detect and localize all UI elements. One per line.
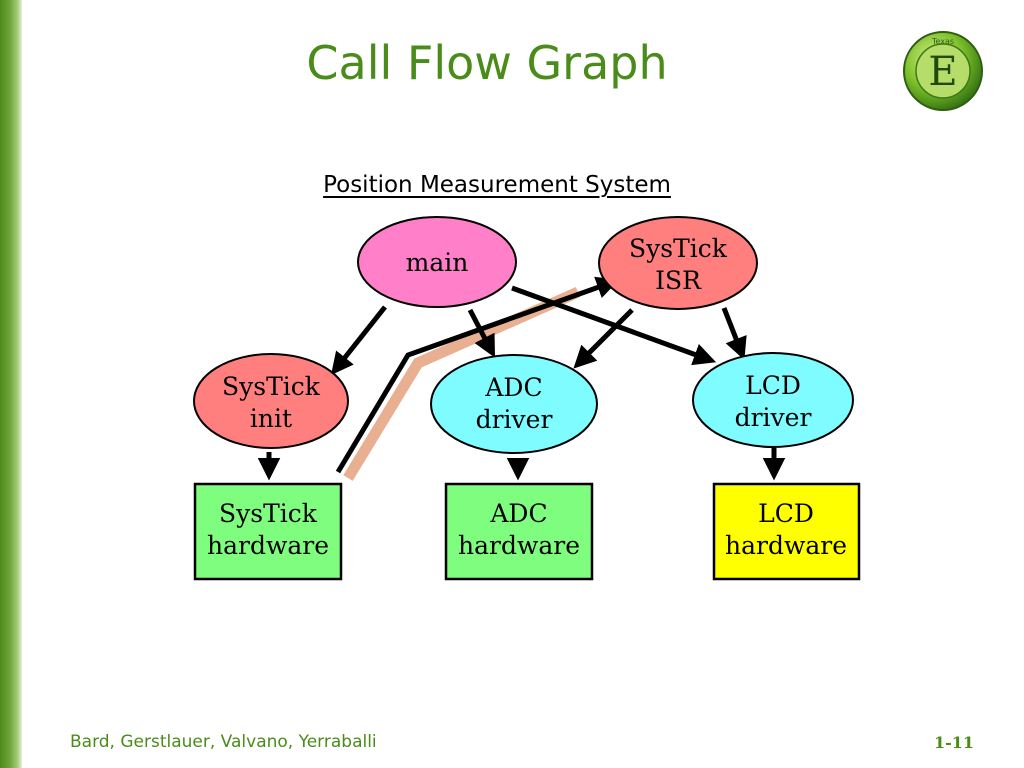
node-systick-init-label-line2: init xyxy=(250,404,292,433)
node-lcd-driver-label-line1: LCD xyxy=(745,371,801,400)
logo-letter: E xyxy=(928,49,957,95)
node-lcd-hardware-label-line1: LCD xyxy=(758,499,814,528)
node-systick-hardware-label-line2: hardware xyxy=(207,531,329,560)
node-systick-hardware-label-line1: SysTick xyxy=(219,499,318,528)
side-accent-bar xyxy=(0,0,22,768)
edge-systick-isr-to-adc-driver xyxy=(573,308,634,369)
node-adc-hardware-label-line1: ADC xyxy=(489,499,547,528)
diagram-subtitle: Position Measurement System xyxy=(323,172,671,198)
node-adc-driver: ADC driver xyxy=(430,354,598,454)
node-lcd-driver-label-line2: driver xyxy=(735,403,812,432)
node-lcd-driver: LCD driver xyxy=(692,352,854,448)
edge-main-to-systick-init xyxy=(330,305,387,376)
node-main-label: main xyxy=(406,248,469,277)
node-lcd-hardware: LCD hardware xyxy=(712,482,861,581)
node-systick-isr: SysTick ISR xyxy=(598,216,758,310)
texas-e-logo-icon: Texas E xyxy=(903,31,983,111)
edge-main-to-lcd-driver xyxy=(511,285,717,366)
node-adc-driver-label-line2: driver xyxy=(476,405,553,434)
node-adc-driver-label-line1: ADC xyxy=(484,373,542,402)
edge-systick-hardware-to-systick-isr xyxy=(335,276,620,474)
node-adc-hardware: ADC hardware xyxy=(444,482,594,581)
node-systick-isr-label-line2: ISR xyxy=(655,266,702,295)
logo-ring-text: Texas xyxy=(931,37,954,46)
page-number: 1-11 xyxy=(933,733,974,752)
node-systick-hardware: SysTick hardware xyxy=(193,482,343,581)
node-systick-init-label-line1: SysTick xyxy=(222,372,321,401)
node-lcd-hardware-label-line2: hardware xyxy=(725,531,847,560)
node-systick-isr-label-line1: SysTick xyxy=(629,234,728,263)
edge-main-to-adc-driver xyxy=(467,308,496,358)
node-main: main xyxy=(357,216,517,308)
footer-authors: Bard, Gerstlauer, Valvano, Yerraballi xyxy=(70,732,377,752)
slide-title: Call Flow Graph xyxy=(306,36,668,90)
edge-systick-isr-to-lcd-driver xyxy=(721,307,747,361)
node-adc-hardware-label-line2: hardware xyxy=(458,531,580,560)
node-systick-init: SysTick init xyxy=(193,353,349,449)
